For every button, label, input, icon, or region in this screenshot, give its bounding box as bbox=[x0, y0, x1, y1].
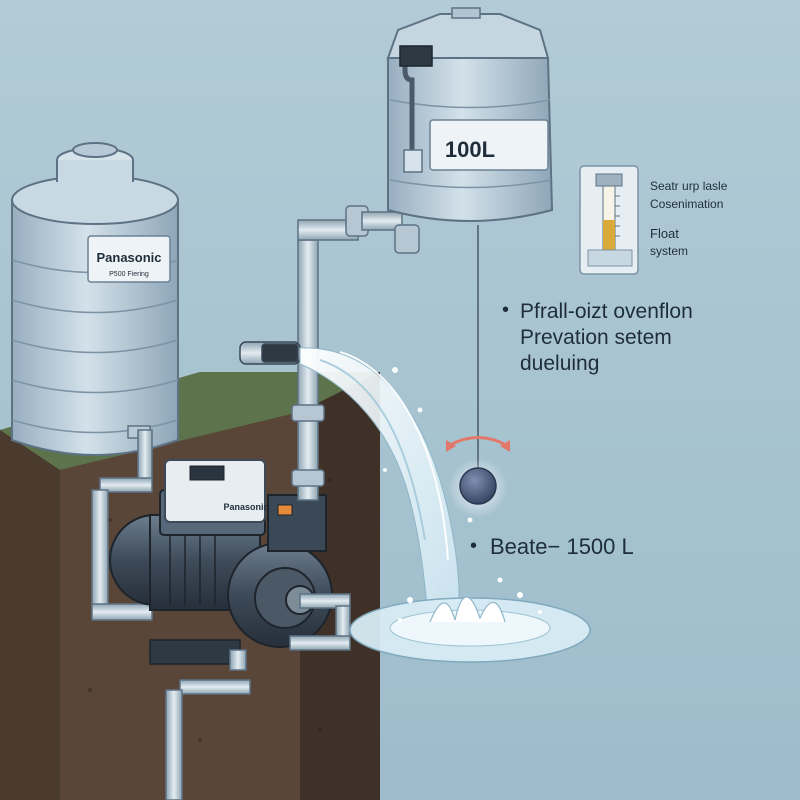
overflow-callout-line3: dueluing bbox=[520, 352, 599, 375]
riser-pipe bbox=[291, 205, 420, 501]
water-pump: Panasonic bbox=[109, 459, 333, 665]
left-water-tank: Panasonic P500 Fiering bbox=[11, 142, 179, 456]
top-tank-label-plate bbox=[429, 119, 549, 171]
pump-display bbox=[189, 465, 225, 481]
overflow-callout-line1: Pfrall-oizt ovenflon bbox=[520, 300, 693, 323]
top-water-tank: 100L bbox=[386, 7, 554, 222]
water-splash-pool bbox=[349, 577, 591, 663]
pump-brand: Panasonic bbox=[223, 502, 268, 512]
left-feed-pipe bbox=[91, 429, 153, 621]
overflow-callout: • Pfrall-oizt ovenflon Prevation setem d… bbox=[502, 299, 693, 375]
overflow-callout-bullet: • bbox=[502, 299, 509, 321]
capacity-callout-text: Beate− 1500 L bbox=[490, 534, 634, 559]
capacity-callout: • Beate− 1500 L bbox=[470, 534, 634, 559]
left-tank-brand-plate bbox=[87, 235, 171, 283]
left-tank-brand: Panasonic bbox=[96, 250, 161, 265]
left-tank-subtext: P500 Fiering bbox=[109, 271, 149, 278]
pump-outlet-pipe bbox=[165, 593, 351, 800]
float-ball bbox=[446, 436, 510, 518]
overflow-outlet bbox=[239, 341, 301, 365]
overflow-callout-line2: Prevation setem bbox=[520, 326, 672, 349]
float-inset-line2: Cosenimation bbox=[650, 197, 723, 211]
float-inset-line1: Seatr urp lasle bbox=[650, 179, 728, 193]
float-inset-line3: Float bbox=[650, 226, 679, 241]
top-tank-capacity: 100L bbox=[445, 137, 495, 162]
float-system-inset: Seatr urp lasle Cosenimation Float syste… bbox=[579, 165, 728, 275]
capacity-callout-bullet: • bbox=[470, 535, 477, 557]
float-inset-line4: system bbox=[650, 244, 688, 258]
